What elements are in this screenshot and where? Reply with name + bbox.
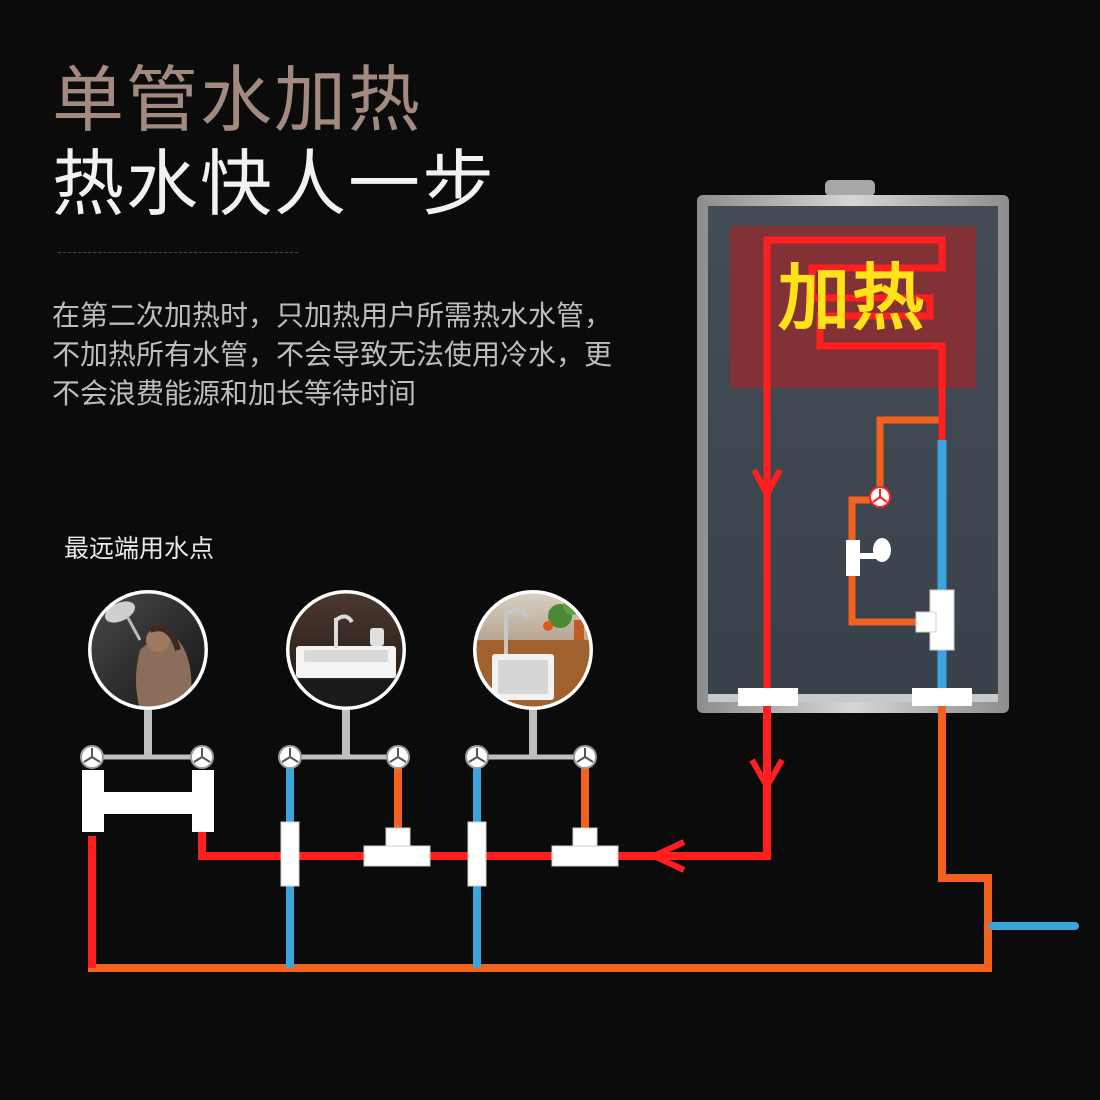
valve-icon: [573, 745, 597, 769]
flue-outlet: [825, 180, 875, 196]
flow-sensor-icon: [846, 538, 891, 576]
heating-coil: [763, 236, 946, 700]
shower-icon: [88, 590, 208, 710]
down-arrow-icon: [751, 468, 783, 501]
headline-primary: 单管水加热: [52, 58, 423, 142]
internal-pump-icon: [869, 486, 891, 508]
farthest-outlet-label: 最远端用水点: [64, 534, 215, 563]
heater-outlet-fittings: [708, 688, 998, 706]
internal-warm-loop: [876, 416, 942, 497]
fixture-connections: [92, 708, 585, 760]
headline-secondary: 热水快人一步: [52, 142, 497, 226]
heating-label: 加热: [778, 256, 927, 340]
valve-icon: [278, 745, 302, 769]
far-end-mixer: [82, 770, 214, 832]
title-divider: [58, 252, 298, 253]
valve-icon: [386, 745, 410, 769]
kitchen-sink-icon: [473, 590, 593, 710]
internal-tee-fitting: [915, 589, 955, 651]
down-arrow-icon: [749, 758, 785, 793]
pipe-fittings: [280, 821, 619, 887]
valve-icon: [465, 745, 489, 769]
bathroom-sink-icon: [286, 590, 406, 710]
left-arrow-icon: [646, 839, 686, 873]
return-pipe: [88, 706, 992, 972]
valve-icon: [80, 745, 104, 769]
description-text: 在第二次加热时，只加热用户所需热水水管，不加热所有水管，不会导致无法使用冷水，更…: [52, 299, 613, 410]
valve-icon: [190, 745, 214, 769]
